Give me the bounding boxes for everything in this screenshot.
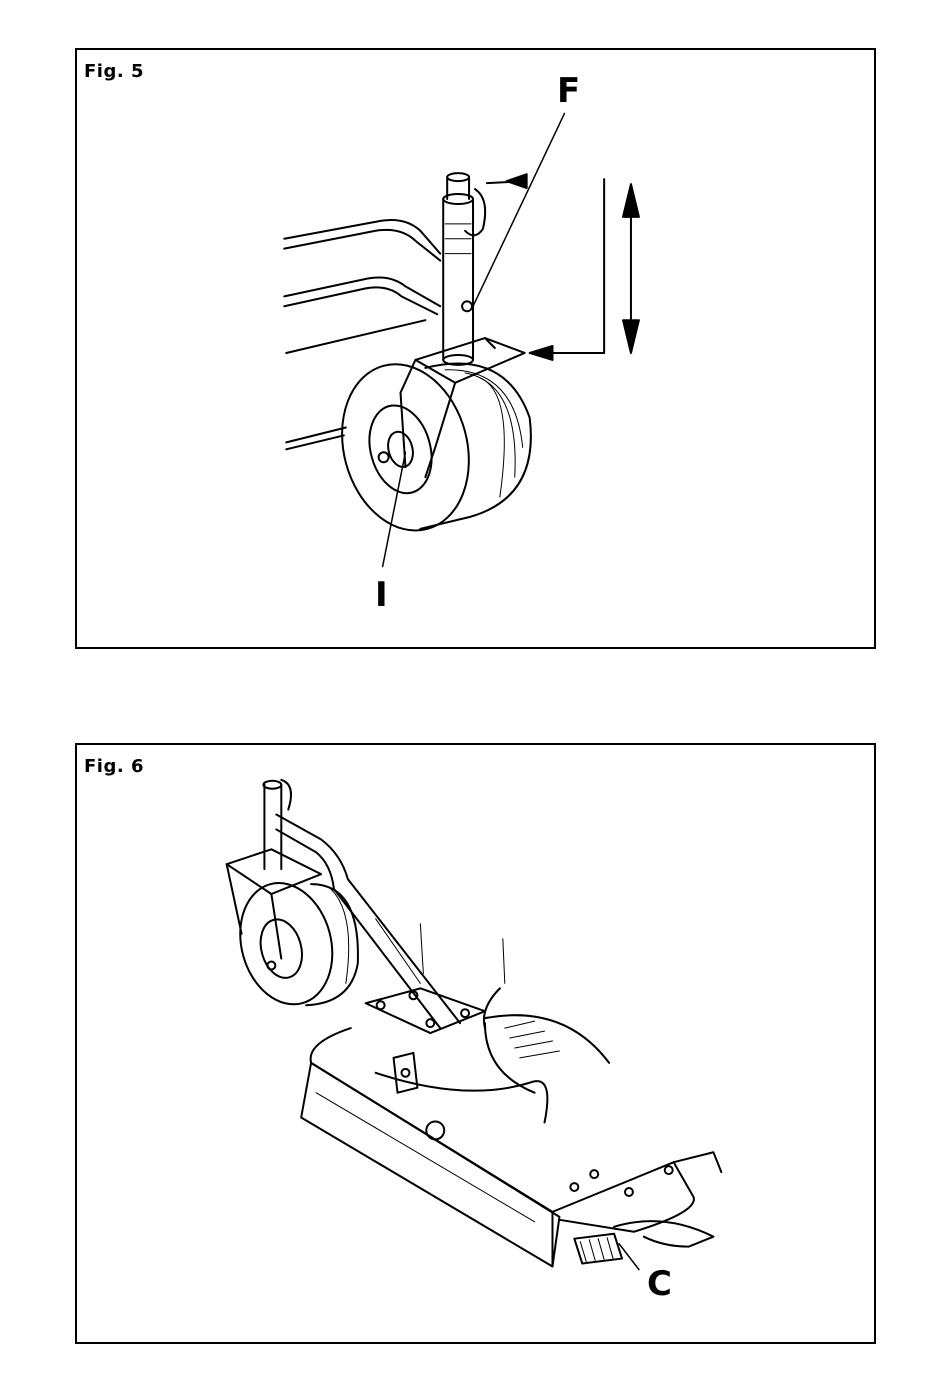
callout-f: F xyxy=(557,74,580,108)
figure-5: Fig. 5 xyxy=(75,48,876,649)
figure-6: Fig. 6 xyxy=(75,743,876,1344)
caster-wheel-drawing xyxy=(77,50,874,647)
callout-i: I xyxy=(375,578,388,612)
callout-c: C xyxy=(647,1267,672,1301)
mower-deck-drawing xyxy=(77,745,874,1342)
